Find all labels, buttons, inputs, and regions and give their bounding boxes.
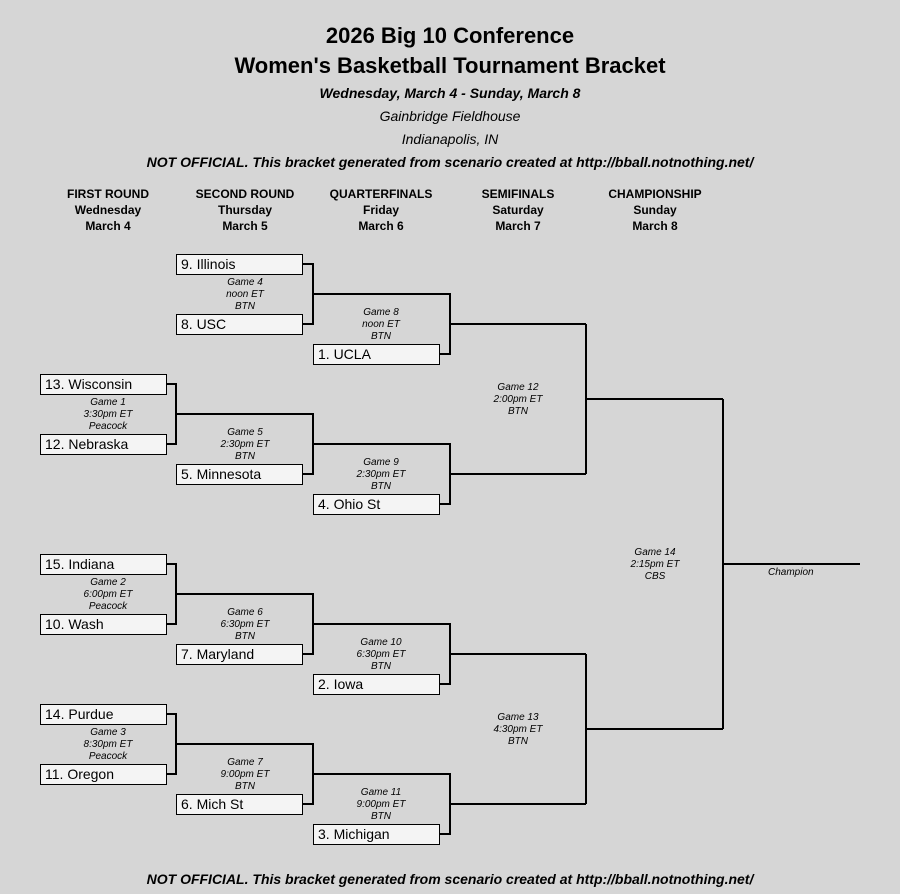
team-slot: 5. Minnesota — [176, 464, 303, 485]
round-day: Sunday — [633, 203, 677, 217]
team-slot: 13. Wisconsin — [40, 374, 167, 395]
round-date: March 5 — [222, 219, 268, 233]
round-name: QUARTERFINALS — [329, 187, 433, 201]
round-day: Wednesday — [74, 203, 142, 217]
team-slot: 10. Wash — [40, 614, 167, 635]
round-name: SECOND ROUND — [195, 187, 295, 201]
title-line-2: Women's Basketball Tournament Bracket — [234, 53, 666, 78]
team-slot: 6. Mich St — [176, 794, 303, 815]
round-header-semifinals: SEMIFINALS Saturday March 7 — [453, 186, 583, 234]
tournament-dates: Wednesday, March 4 - Sunday, March 8 — [319, 85, 581, 101]
round-name: SEMIFINALS — [481, 187, 555, 201]
round-day: Thursday — [217, 203, 272, 217]
team-slot: 12. Nebraska — [40, 434, 167, 455]
team-slot: 9. Illinois — [176, 254, 303, 275]
round-header-championship: CHAMPIONSHIP Sunday March 8 — [590, 186, 720, 234]
round-day: Saturday — [492, 203, 544, 217]
round-date: March 7 — [495, 219, 541, 233]
round-day: Friday — [362, 203, 399, 217]
team-slot: 11. Oregon — [40, 764, 167, 785]
venue: Gainbridge Fieldhouse — [379, 108, 521, 124]
team-slot: 1. UCLA — [313, 344, 440, 365]
team-slot: 8. USC — [176, 314, 303, 335]
round-date: March 4 — [85, 219, 131, 233]
round-name: FIRST ROUND — [67, 187, 149, 201]
team-slot: 3. Michigan — [313, 824, 440, 845]
round-header-first: FIRST ROUND Wednesday March 4 — [43, 186, 173, 234]
city: Indianapolis, IN — [401, 131, 499, 147]
title-line-1: 2026 Big 10 Conference — [325, 23, 575, 48]
team-slot: 2. Iowa — [313, 674, 440, 695]
round-date: March 6 — [358, 219, 404, 233]
round-name: CHAMPIONSHIP — [608, 187, 702, 201]
champion-label: Champion — [768, 567, 814, 578]
disclaimer-bottom: NOT OFFICIAL. This bracket generated fro… — [146, 871, 754, 887]
team-slot: 14. Purdue — [40, 704, 167, 725]
disclaimer-top: NOT OFFICIAL. This bracket generated fro… — [146, 154, 754, 170]
round-header-quarterfinals: QUARTERFINALS Friday March 6 — [316, 186, 446, 234]
team-slot: 15. Indiana — [40, 554, 167, 575]
round-header-second: SECOND ROUND Thursday March 5 — [180, 186, 310, 234]
team-slot: 4. Ohio St — [313, 494, 440, 515]
round-date: March 8 — [632, 219, 678, 233]
team-slot: 7. Maryland — [176, 644, 303, 665]
